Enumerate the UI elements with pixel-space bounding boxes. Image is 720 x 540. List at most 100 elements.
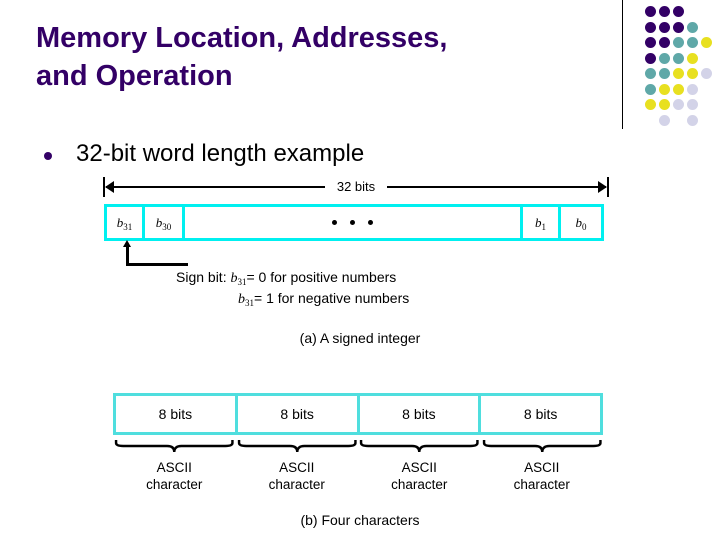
sign-bit-caption: Sign bit: [176,269,227,285]
decorative-dot [673,68,684,79]
decorative-dot [645,21,656,33]
ascii-label-2: ASCII character [236,459,359,493]
vertical-divider-line [622,0,623,129]
arrow-left-icon [105,181,114,193]
decorative-dot [659,68,670,79]
decorative-dot [687,52,698,64]
sign-bit-line-2: b31= 1 for negative numbers [176,289,409,310]
page-title: Memory Location, Addresses, and Operatio… [36,20,606,95]
decorative-dot [659,99,670,110]
dimension-bar-left [106,186,332,188]
brace-row [113,438,603,456]
word-cell-b0: b0 [561,207,601,238]
ascii-label-1-line2: character [146,477,203,492]
leader-vertical-segment [126,246,129,266]
decorative-dot-grid [645,6,712,126]
decorative-dot [687,68,698,79]
ascii-label-row: ASCII character ASCII character ASCII ch… [113,459,603,493]
decorative-dot [687,99,698,110]
brace-slot-3 [358,438,481,456]
dimension-tick-right [607,177,609,197]
ascii-label-4: ASCII character [481,459,604,493]
ascii-label-4-line2: character [513,477,570,492]
sign-bit-var-2: b31 [238,292,254,308]
curly-brace-icon [482,440,602,453]
byte-box: 8 bits 8 bits 8 bits 8 bits [113,393,603,435]
decorative-dot [645,6,656,17]
decorative-dot [645,68,656,79]
brace-slot-2 [236,438,359,456]
arrow-up-icon [123,240,131,247]
ascii-label-2-line2: character [268,477,325,492]
dimension-tick-left [103,177,105,197]
ascii-label-3-line2: character [391,477,448,492]
curly-brace-icon [114,440,234,453]
brace-slot-4 [481,438,604,456]
decorative-dot [673,99,684,110]
sign-bit-rest-1: = 0 for positive numbers [246,269,397,285]
decorative-dot [645,52,656,64]
decorative-dot [673,52,684,64]
decorative-dot [645,83,656,95]
figure-four-characters: 8 bits 8 bits 8 bits 8 bits ASC [0,393,720,540]
bit-label-b1: b1 [535,214,546,232]
byte-cell-4: 8 bits [523,406,558,422]
sign-bit-var-1: b31 [230,271,247,287]
sign-bit-annotation: Sign bit: b31= 0 for positive numbers b3… [176,268,409,310]
page-title-line-2: and Operation [36,59,233,92]
decorative-dot [659,37,670,48]
figure-signed-integer: 32 bits b31 b30 b1 b0 Sign bit: b31= 0 f… [0,172,720,357]
decorative-dot [673,21,684,33]
decorative-dot [659,114,670,126]
byte-cell-3: 8 bits [360,396,482,432]
word-cell-b1: b1 [523,207,561,238]
ascii-label-1: ASCII character [113,459,236,493]
bullet-item: 32-bit word length example [36,140,596,172]
figure-a-caption: (a) A signed integer [299,330,421,346]
decorative-dot [659,83,670,95]
decorative-dot [673,83,684,95]
decorative-dot [659,52,670,64]
decorative-dot [673,37,684,48]
ascii-label-1-line1: ASCII [156,460,192,475]
page-title-line-1: Memory Location, Addresses, [36,22,448,54]
bullet-item-label: 32-bit word length example [76,140,365,167]
decorative-dot [645,99,656,110]
bit-label-b30: b30 [155,214,172,232]
ascii-label-2-line1: ASCII [279,460,315,475]
byte-cell-1: 8 bits [116,396,238,432]
dimension-line-32-bits: 32 bits [103,177,609,197]
decorative-dot [687,83,698,95]
byte-cell-2: 8 bits [238,396,360,432]
arrow-right-icon [598,181,607,193]
bit-label-b0: b0 [575,214,587,232]
sign-bit-rest-2: = 1 for negative numbers [254,290,410,306]
decorative-dot [687,37,698,48]
ascii-label-4-line1: ASCII [524,460,560,475]
ellipsis-icon [332,220,373,225]
word-cell-middle [185,207,523,238]
decorative-dot [645,37,656,48]
decorative-dot [659,21,670,33]
word-cell-b30: b30 [145,207,185,238]
dimension-label: 32 bits [325,177,387,196]
ascii-label-3-line1: ASCII [401,460,437,475]
decorative-dot [701,37,712,48]
sign-bit-line-1: Sign bit: b31= 0 for positive numbers [176,268,409,289]
decorative-dot [659,6,670,17]
decorative-dot [687,21,698,33]
word-cell-b31: b31 [107,207,145,238]
bit-label-b31: b31 [116,214,133,232]
curly-brace-icon [237,440,357,453]
decorative-dot [673,6,684,17]
leader-horizontal-segment [126,263,188,266]
curly-brace-icon [359,440,479,453]
ascii-label-3: ASCII character [358,459,481,493]
figure-b-caption: (b) Four characters [300,512,420,528]
dimension-bar-right [380,186,606,188]
decorative-dot [701,68,712,79]
brace-slot-1 [113,438,236,456]
word-bit-box: b31 b30 b1 b0 [104,204,604,241]
sign-bit-leader-line [123,240,188,266]
bullet-marker-icon [44,152,52,160]
